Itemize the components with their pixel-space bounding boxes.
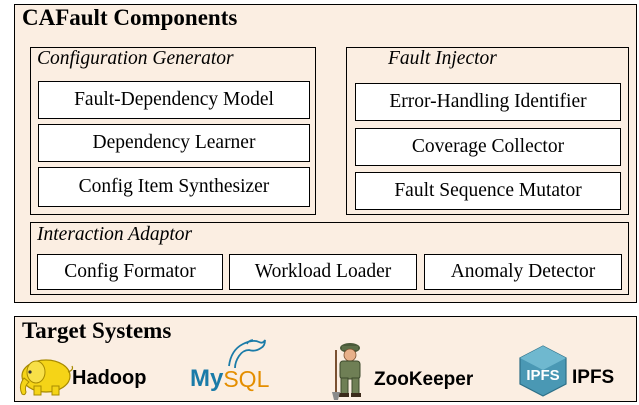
anomaly-detector-box: Anomaly Detector: [424, 254, 622, 290]
fault-sequence-mutator-box: Fault Sequence Mutator: [355, 172, 621, 210]
hadoop-label: Hadoop: [72, 366, 147, 389]
coverage-collector-box: Coverage Collector: [355, 128, 621, 166]
hadoop-logo: Hadoop: [16, 352, 146, 398]
mysql-my-text: My: [190, 365, 224, 392]
ipfs-label: IPFS: [572, 367, 615, 388]
config-formator-box: Config Formator: [37, 254, 223, 290]
fault-injector-title: Fault Injector: [388, 48, 497, 69]
config-item-synthesizer-box: Config Item Synthesizer: [38, 167, 310, 207]
mysql-logo: My SQL: [190, 336, 269, 394]
error-handling-identifier-box: Error-Handling Identifier: [355, 83, 621, 121]
zookeeper-icon: [332, 343, 361, 400]
configuration-generator-title: Configuration Generator: [37, 48, 234, 69]
ipfs-logo: IPFS IPFS: [516, 344, 614, 398]
ipfs-cube-icon: IPFS: [519, 345, 567, 397]
svg-text:IPFS: IPFS: [526, 367, 559, 384]
interaction-adaptor-title: Interaction Adaptor: [37, 224, 193, 245]
zookeeper-label: ZooKeeper: [374, 369, 474, 390]
zookeeper-logo: ZooKeeper: [328, 340, 473, 402]
target-systems-title: Target Systems: [22, 318, 172, 343]
components-title: CAFault Components: [22, 5, 238, 30]
fault-dependency-model-box: Fault-Dependency Model: [38, 81, 310, 119]
mysql-sql-text: SQL: [223, 338, 269, 393]
elephant-icon: [19, 359, 74, 396]
dolphin-icon: [228, 338, 267, 368]
workload-loader-box: Workload Loader: [229, 254, 417, 290]
dependency-learner-box: Dependency Learner: [38, 124, 310, 162]
